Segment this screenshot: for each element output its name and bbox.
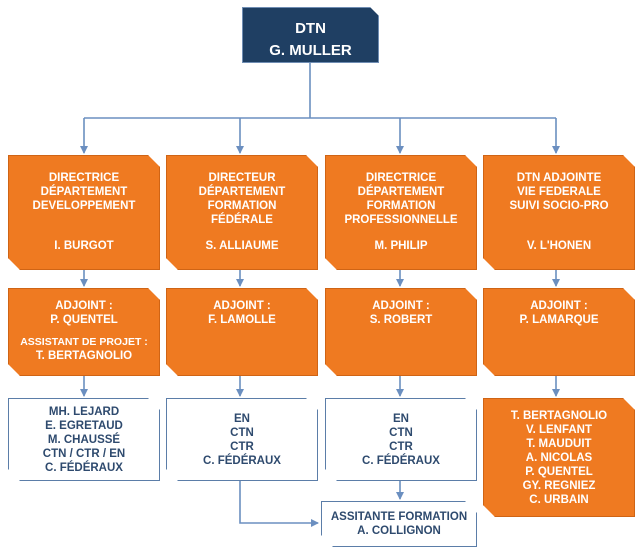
member-name: CTN / CTR / EN <box>42 447 126 460</box>
dtn-name: G. MULLER <box>269 42 352 59</box>
dept-title-line: FORMATION <box>366 200 436 212</box>
member-name: CTR <box>230 440 254 453</box>
deputy-name: F. LAMOLLE <box>208 314 276 326</box>
members-box-formation-professionnelle: EN CTN CTR C. FÉDÉRAUX <box>325 398 477 481</box>
deputy-label: ADJOINT : <box>213 300 271 312</box>
deputy-box-formation-federale: ADJOINT : F. LAMOLLE <box>166 288 318 376</box>
member-name: GY. REGNIEZ <box>522 479 596 492</box>
member-name: CTN <box>230 426 254 439</box>
dept-head-name: M. PHILIP <box>374 240 428 252</box>
member-name: C. FÉDÉRAUX <box>45 461 123 474</box>
deputy-label: ADJOINT : <box>55 300 113 312</box>
dept-title-line: SUIVI SOCIO-PRO <box>509 200 609 212</box>
dtn-title: DTN <box>295 20 326 37</box>
member-name: C. URBAIN <box>529 493 589 506</box>
deputy-box-vie-federale: ADJOINT : P. LAMARQUE <box>483 288 635 376</box>
member-name: P. QUENTEL <box>525 465 593 478</box>
member-name: MH. LEJARD <box>48 405 120 418</box>
member-name: EN <box>393 412 409 425</box>
member-name: M. CHAUSSÉ <box>47 433 121 446</box>
dept-title-line: DIRECTEUR <box>208 172 276 184</box>
member-name: T. MAUDUIT <box>526 437 592 450</box>
members-box-developpement: MH. LEJARD E. EGRETAUD M. CHAUSSÉ CTN / … <box>8 398 160 481</box>
deputy-label: ADJOINT : <box>372 300 430 312</box>
member-name: CTR <box>389 440 413 453</box>
member-name: T. BERTAGNOLIO <box>510 409 608 422</box>
dept-title-line: DÉPARTEMENT <box>198 186 286 198</box>
deputy-name: S. ROBERT <box>369 314 433 326</box>
project-assistant-name: T. BERTAGNOLIO <box>35 350 133 362</box>
dept-head-box-vie-federale: DTN ADJOINTE VIE FEDERALE SUIVI SOCIO-PR… <box>483 155 635 270</box>
dept-head-name: V. L'HONEN <box>526 240 592 252</box>
deputy-label: ADJOINT : <box>530 300 588 312</box>
dept-head-name: I. BURGOT <box>54 240 114 252</box>
deputy-box-formation-professionnelle: ADJOINT : S. ROBERT <box>325 288 477 376</box>
member-name: EN <box>234 412 250 425</box>
members-box-formation-federale: EN CTN CTR C. FÉDÉRAUX <box>166 398 318 481</box>
member-name: E. EGRETAUD <box>45 419 123 432</box>
dept-title-line: FÉDÉRALE <box>211 214 273 226</box>
member-name: C. FÉDÉRAUX <box>362 454 440 467</box>
dtn-box: DTN G. MULLER <box>242 7 379 63</box>
member-name: C. FÉDÉRAUX <box>203 454 281 467</box>
project-assistant-label: ASSISTANT DE PROJET : <box>20 336 148 348</box>
dept-title-line: FORMATION <box>207 200 277 212</box>
dept-head-box-formation-professionnelle: DIRECTRICE DÉPARTEMENT FORMATION PROFESS… <box>325 155 477 270</box>
members-box-vie-federale: T. BERTAGNOLIO V. LENFANT T. MAUDUIT A. … <box>483 398 635 517</box>
dept-title-line: PROFESSIONNELLE <box>344 214 458 226</box>
dept-title-line: DÉPARTEMENT <box>40 186 128 198</box>
member-name: CTN <box>389 426 413 439</box>
member-name: A. NICOLAS <box>525 451 593 464</box>
deputy-name: P. QUENTEL <box>50 314 118 326</box>
deputy-name: P. LAMARQUE <box>519 314 599 326</box>
dept-head-box-formation-federale: DIRECTEUR DÉPARTEMENT FORMATION FÉDÉRALE… <box>166 155 318 270</box>
assistant-box: ASSITANTE FORMATION A. COLLIGNON <box>321 501 477 547</box>
dept-title-line: DTN ADJOINTE <box>516 172 602 184</box>
deputy-box-developpement: ADJOINT : P. QUENTEL ASSISTANT DE PROJET… <box>8 288 160 376</box>
assistant-title: ASSITANTE FORMATION <box>330 511 468 523</box>
member-name: V. LENFANT <box>525 423 593 436</box>
dept-head-box-developpement: DIRECTRICE DÉPARTEMENT DEVELOPPEMENT I. … <box>8 155 160 270</box>
dept-title-line: DEVELOPPEMENT <box>32 200 136 212</box>
dept-title-line: DÉPARTEMENT <box>357 186 445 198</box>
assistant-name: A. COLLIGNON <box>357 525 441 537</box>
dept-title-line: DIRECTRICE <box>365 172 437 184</box>
dept-title-line: VIE FEDERALE <box>517 186 601 198</box>
dept-title-line: DIRECTRICE <box>48 172 120 184</box>
dept-head-name: S. ALLIAUME <box>205 240 279 252</box>
